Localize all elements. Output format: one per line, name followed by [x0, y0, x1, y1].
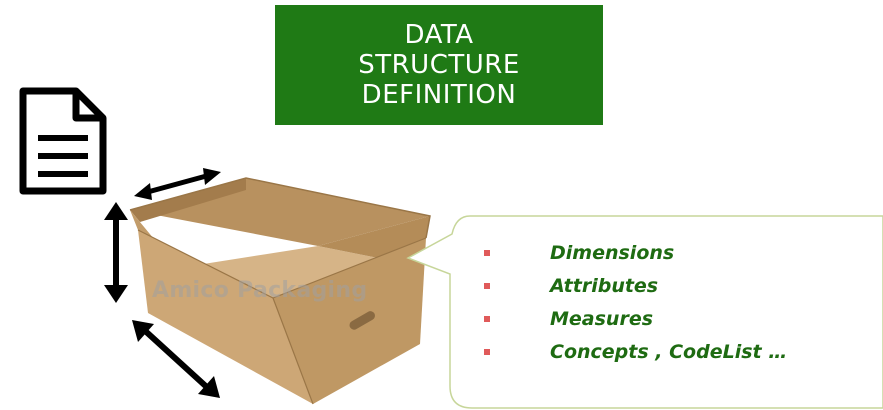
- callout-bubble: [406, 215, 883, 409]
- bullet-icon: [484, 315, 490, 322]
- list-item-label: Measures: [550, 307, 654, 330]
- list-item: Measures: [484, 302, 787, 335]
- list-item: Attributes: [484, 269, 787, 302]
- title-line-2: STRUCTURE: [358, 50, 520, 80]
- double-arrow-horizontal-icon: [134, 168, 221, 200]
- bullet-icon: [484, 282, 490, 289]
- double-arrow-vertical-icon: [104, 202, 128, 303]
- title-line-3: DEFINITION: [361, 80, 517, 110]
- double-arrow-diagonal-icon: [132, 320, 220, 398]
- title-line-1: DATA: [404, 20, 474, 50]
- diagram-title: DATA STRUCTURE DEFINITION: [275, 5, 603, 125]
- document-icon: [19, 87, 107, 195]
- list-item: Dimensions: [484, 236, 787, 269]
- list-item-label: Attributes: [550, 274, 659, 297]
- list-item-label: Dimensions: [550, 241, 675, 264]
- bullet-icon: [484, 348, 490, 355]
- bullet-icon: [484, 249, 490, 256]
- component-list: Dimensions Attributes Measures Concepts …: [484, 236, 787, 368]
- list-item: Concepts , CodeList …: [484, 335, 787, 368]
- list-item-label: Concepts , CodeList …: [550, 340, 788, 363]
- watermark-text: Amico Packaging: [152, 278, 368, 303]
- cardboard-tray-image: [129, 177, 431, 405]
